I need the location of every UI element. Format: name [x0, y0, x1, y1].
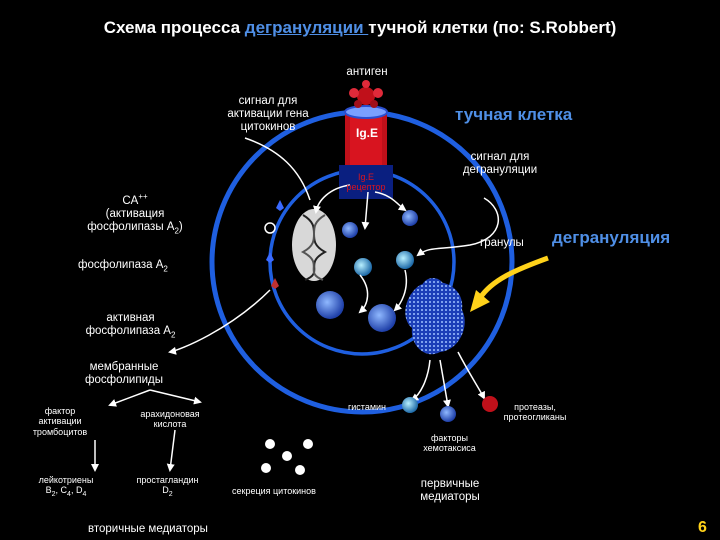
calcium-label: CA++ (активация фосфолипазы A2)	[87, 192, 183, 236]
granules-label: гранулы	[480, 237, 524, 249]
antigen-icon	[349, 80, 383, 108]
signal-gene-label: сигнал для активации гена цитокинов	[227, 95, 309, 134]
cytokine-secretion-icon	[261, 439, 313, 475]
arachidonic-acid-label: арахидоновая кислота	[140, 409, 200, 430]
nucleus-dna-icon	[292, 209, 336, 281]
secondary-mediators-label: вторичные медиаторы	[88, 523, 208, 535]
signal-degranulation-label: сигнал для дегрануляции	[462, 151, 538, 177]
active-phospholipase-label: активная фосфолипаза A2	[85, 312, 176, 340]
chemotaxis-factors-label: факторы хемотаксиса	[423, 433, 476, 454]
prostaglandin-label: простагландин D2	[136, 475, 199, 499]
histamine-label: гистамин	[348, 402, 387, 412]
degranulation-blob	[405, 278, 465, 355]
signal-arrows	[91, 137, 499, 472]
primary-mediators-label: первичные медиаторы	[420, 478, 480, 504]
title-link[interactable]: дегрануляции	[244, 18, 369, 37]
mast-cell-label: тучная клетка	[455, 105, 573, 124]
leukotrienes-label: лейкотриены B2, C4, D4	[38, 475, 94, 499]
degranulation-arrow	[470, 255, 549, 312]
antigen-label: антиген	[346, 66, 388, 78]
page-title: Схема процесса дегрануляции тучной клетк…	[103, 18, 617, 37]
degranulation-label: дегрануляция	[552, 228, 671, 247]
page-number: 6	[698, 519, 707, 536]
paf-label: фактор активации тромбоцитов	[32, 406, 88, 437]
cytokine-secretion-label: секреция цитокинов	[232, 486, 316, 496]
signal-molecules	[264, 200, 284, 289]
released-mediators	[402, 396, 498, 422]
proteases-label: протеазы, протеогликаны	[503, 402, 567, 423]
membrane-phospholipids-label: мембранные фосфолипиды	[85, 361, 163, 387]
granules-group	[316, 210, 418, 332]
ige-label: Ig.E	[355, 126, 378, 140]
ige-receptor-shape	[339, 105, 393, 199]
phospholipase-label: фосфолипаза A2	[78, 259, 168, 274]
ige-receptor-label: Ig.E рецептор	[346, 172, 386, 193]
